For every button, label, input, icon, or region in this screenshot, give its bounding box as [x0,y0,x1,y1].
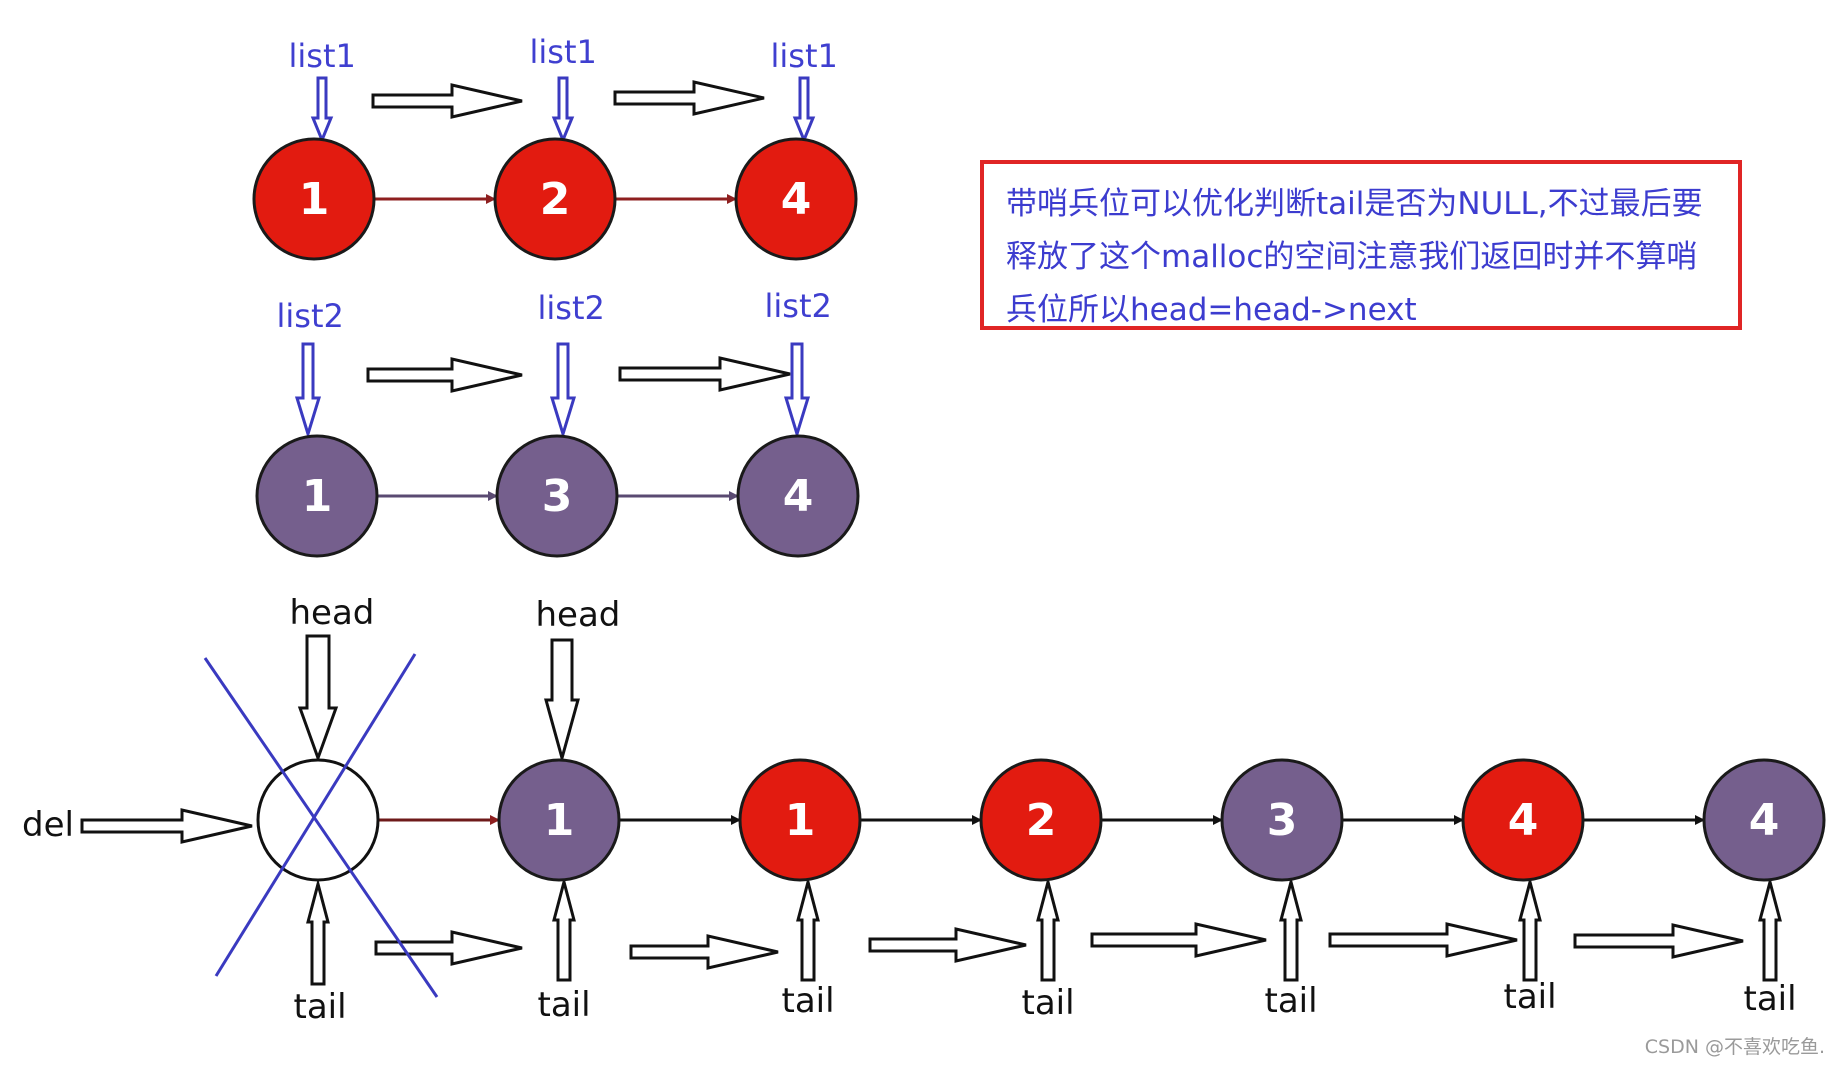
sentinel-node [256,758,380,882]
tail-step-arrow-5 [1328,922,1518,958]
list1-node-3-value: 4 [781,174,812,225]
list2-node-2-value: 3 [542,471,573,522]
merged-node-1-circle [497,758,621,882]
merged-node-1: 1 [497,758,621,882]
list1-pointer-label-1: list1 [288,37,356,75]
merged-tail-arrow-4 [1279,876,1303,982]
del-arrow [80,808,253,844]
tail-step-arrow-2 [629,934,779,970]
merged-node-2: 1 [738,758,862,882]
list1-node-3: 4 [734,137,858,261]
note-line-3: 兵位所以head=head->next [1006,292,1417,328]
list1-node-1: 1 [252,137,376,261]
list1-node-2-circle [493,137,617,261]
list2-pointer-arrow-3 [783,342,811,440]
merged-tail-label-4: tail [1264,981,1318,1021]
list1-pointer-label-2: list1 [529,33,597,71]
merged-tail-label-5: tail [1503,977,1557,1017]
merged-node-6: 4 [1702,758,1826,882]
list1-node-2-value: 2 [540,174,571,225]
list1-pointer-arrow-2 [551,76,575,144]
sentinel-head-arrow [297,634,339,763]
merged-node-2-circle [738,758,862,882]
sentinel-tail-arrow [306,878,330,986]
list2-pointer-label-2: list2 [537,289,605,327]
list2-pointer-arrow-2 [549,342,577,440]
merged-tail-label-3: tail [1021,983,1075,1023]
list2-step-arrow-1 [366,357,523,393]
merged-node-2-value: 1 [785,795,816,846]
merged-node-4: 3 [1220,758,1344,882]
merged-tail-label-2: tail [781,981,835,1021]
delete-cross-line-1 [203,657,439,998]
watermark: CSDN @不喜欢吃鱼. [1644,1036,1825,1058]
merged-tail-arrow-6 [1758,876,1782,982]
merged-tail-label-1: tail [537,985,591,1025]
list2-pointer-label-3: list2 [764,287,832,325]
merged-node-6-value: 4 [1749,795,1780,846]
merged-node-6-circle [1702,758,1826,882]
tail-step-arrow-4 [1090,922,1267,958]
list2-node-3-value: 4 [783,471,814,522]
list2-node-2-circle [495,434,619,558]
merged-node-5-value: 4 [1508,795,1539,846]
list1-pointer-arrow-1 [310,76,334,144]
sentinel-tail-label: tail [293,987,347,1027]
merged-head-label: head [535,595,621,635]
merged-node-5-circle [1461,758,1585,882]
merged-tail-arrow-3 [1036,876,1060,982]
list1-pointer-label-3: list1 [770,37,838,75]
merged-tail-arrow-5 [1518,876,1542,982]
list2-node-2: 3 [495,434,619,558]
list1-node-1-circle [252,137,376,261]
list1-node-2: 2 [493,137,617,261]
list2-node-1-circle [255,434,379,558]
merged-tail-label-6: tail [1743,979,1797,1019]
sentinel-head-label: head [289,593,375,633]
tail-step-arrow-6 [1573,923,1744,959]
merged-tail-arrow-2 [796,876,820,982]
sentinel-circle [256,758,380,882]
list2-node-3: 4 [736,434,860,558]
list1-step-arrow-2 [613,80,765,116]
note-line-1: 带哨兵位可以优化判断tail是否为NULL,不过最后要 [1006,186,1703,222]
merged-node-3-value: 2 [1026,795,1057,846]
tail-step-arrow-1 [374,930,523,966]
delete-cross-line-2 [214,653,417,977]
merged-head-arrow [544,638,580,764]
note-line-2: 释放了这个malloc的空间注意我们返回时并不算哨 [1006,239,1698,275]
merged-node-5: 4 [1461,758,1585,882]
list1-node-1-value: 1 [299,174,330,225]
merged-node-3: 2 [979,758,1103,882]
merged-node-4-value: 3 [1267,795,1298,846]
list2-pointer-label-1: list2 [276,297,344,335]
list2-pointer-arrow-1 [294,342,322,440]
note-box: 带哨兵位可以优化判断tail是否为NULL,不过最后要 释放了这个malloc的… [980,160,1742,330]
merged-node-4-circle [1220,758,1344,882]
list2-step-arrow-2 [618,356,791,392]
merged-node-3-circle [979,758,1103,882]
list1-step-arrow-1 [371,83,523,119]
merged-node-1-value: 1 [544,795,575,846]
list1-node-3-circle [734,137,858,261]
merged-tail-arrow-1 [552,876,576,982]
list2-node-1: 1 [255,434,379,558]
list2-node-1-value: 1 [302,471,333,522]
list2-node-3-circle [736,434,860,558]
del-label: del [22,805,74,845]
tail-step-arrow-3 [868,927,1027,963]
list1-pointer-arrow-3 [792,76,816,144]
